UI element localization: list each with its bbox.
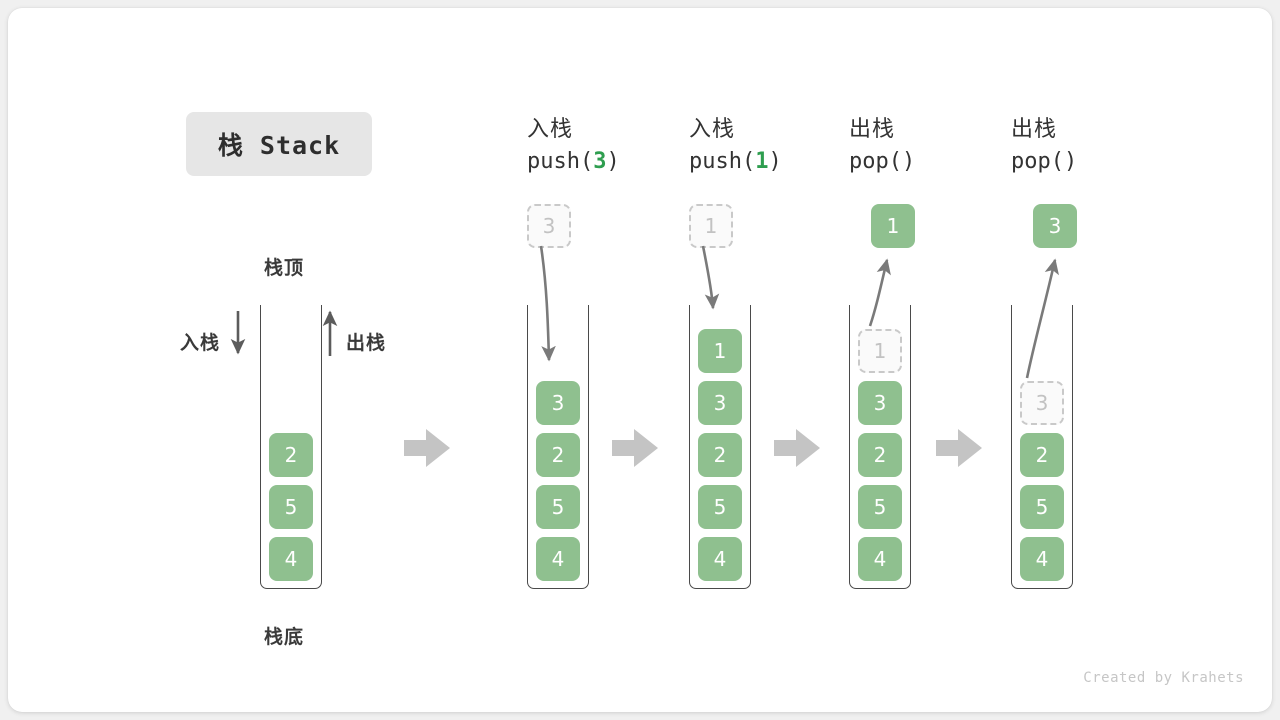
stack-cell: 1 (698, 329, 742, 373)
stack-container-pop-3 (1011, 305, 1073, 589)
code-prefix: push( (527, 149, 594, 175)
transition-arrow-icon (774, 429, 820, 467)
code-suffix: ) (1063, 149, 1078, 175)
stack-bottom-label: 栈底 (264, 626, 305, 648)
stack-cell: 3 (858, 381, 902, 425)
stack-cell: 4 (698, 537, 742, 581)
push-arrow-1-icon (701, 245, 720, 310)
transition-arrow-icon (612, 429, 658, 467)
code-arg: 1 (755, 149, 769, 175)
stage-header-pop-1: 出栈 pop() (849, 114, 1029, 178)
stack-cell: 3 (536, 381, 580, 425)
stage-op-cn: 出栈 (849, 117, 896, 142)
stack-items-push-1: 1 3 2 5 4 (698, 329, 742, 581)
stage-header-push-1: 入栈 push(1) (689, 114, 869, 178)
stack-top-label: 栈顶 (264, 257, 305, 279)
stack-items-push-3: 3 2 5 4 (536, 381, 580, 581)
code-suffix: ) (606, 149, 620, 175)
stage-op-code: push(3) (527, 146, 707, 178)
code-suffix: ) (768, 149, 782, 175)
stack-cell: 5 (858, 485, 902, 529)
code-arg: 3 (593, 149, 607, 175)
stack-cell: 4 (536, 537, 580, 581)
stack-cell: 5 (269, 485, 313, 529)
stack-cell: 2 (536, 433, 580, 477)
stack-cell: 1 (858, 329, 902, 373)
footer-credit: Created by Krahets (1083, 670, 1244, 686)
floating-element-push-3: 3 (527, 204, 571, 248)
transition-arrow-icon (404, 429, 450, 467)
diagram-canvas: 栈 Stack 栈顶 栈底 入栈 出栈 2 5 4 入栈 push(3) 3 3… (8, 8, 1272, 712)
stack-cell: 5 (1020, 485, 1064, 529)
stack-cell: 3 (1020, 381, 1064, 425)
stage-header-pop-3: 出栈 pop() (1011, 114, 1191, 178)
stack-items-pop-3: 3 2 5 4 (1020, 381, 1064, 581)
stage-op-cn: 入栈 (689, 117, 736, 142)
stage-op-code: pop() (1011, 146, 1191, 178)
code-prefix: pop( (849, 149, 902, 175)
stage-op-cn: 出栈 (1011, 117, 1058, 142)
stack-cell: 3 (698, 381, 742, 425)
stack-container-push-1 (689, 305, 751, 589)
floating-element-pop-1: 1 (871, 204, 915, 248)
transition-arrow-icon (936, 429, 982, 467)
stage-op-code: pop() (849, 146, 1029, 178)
title-badge: 栈 Stack (186, 112, 372, 176)
stack-cell: 2 (269, 433, 313, 477)
reference-stack-container (260, 305, 322, 589)
code-prefix: push( (689, 149, 756, 175)
stack-cell: 4 (1020, 537, 1064, 581)
stage-op-cn: 入栈 (527, 117, 574, 142)
stack-cell: 5 (698, 485, 742, 529)
stack-cell: 4 (858, 537, 902, 581)
stack-cell: 4 (269, 537, 313, 581)
floating-element-pop-3: 3 (1033, 204, 1077, 248)
stack-cell: 2 (698, 433, 742, 477)
stage-op-code: push(1) (689, 146, 869, 178)
floating-element-push-1: 1 (689, 204, 733, 248)
push-direction-label: 入栈 (180, 332, 221, 354)
stack-container-pop-1 (849, 305, 911, 589)
reference-stack-items: 2 5 4 (269, 433, 313, 581)
title-text: 栈 Stack (217, 131, 341, 160)
stack-items-pop-1: 1 3 2 5 4 (858, 329, 902, 581)
stack-cell: 2 (1020, 433, 1064, 477)
stage-header-push-3: 入栈 push(3) (527, 114, 707, 178)
code-prefix: pop( (1011, 149, 1064, 175)
stack-cell: 5 (536, 485, 580, 529)
code-suffix: ) (901, 149, 916, 175)
stack-container-push-3 (527, 305, 589, 589)
stack-cell: 2 (858, 433, 902, 477)
pop-direction-label: 出栈 (346, 332, 387, 354)
